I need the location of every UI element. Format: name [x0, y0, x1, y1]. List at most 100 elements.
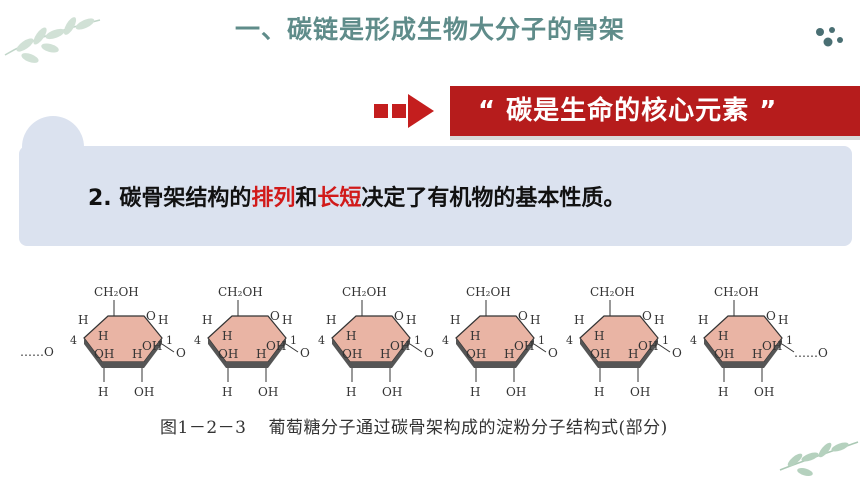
unit-6-oh-right: OH — [762, 339, 782, 353]
unit-4-oh-inner: OH — [466, 347, 486, 361]
unit-6-h-left: H — [698, 313, 708, 327]
unit-2-h-right: H — [282, 313, 292, 327]
unit-4-oh-right: OH — [514, 339, 534, 353]
unit-4-c1-label: 1 — [538, 334, 545, 347]
page-title: 一、碳链是形成生物大分子的骨架 — [234, 15, 625, 44]
unit-2-c1-label: 1 — [290, 334, 297, 347]
unit-4-h-left: H — [450, 313, 460, 327]
unit-5-ring-oxygen: O — [642, 309, 652, 323]
dots-decoration — [816, 27, 843, 47]
unit-1-h-left: H — [78, 313, 88, 327]
unit-5-oh-bottom: OH — [630, 385, 650, 399]
unit-6-ring-edge — [704, 338, 782, 368]
unit-5-glycosidic-oxygen: O — [672, 346, 682, 360]
leaf-decoration-top-left — [4, 17, 101, 63]
unit-5-oh-inner: OH — [590, 347, 610, 361]
key-point-panel — [19, 146, 852, 246]
unit-1-h-inner-mid: H — [132, 347, 142, 361]
unit-2-h-inner-top: H — [222, 329, 232, 343]
chain-end-label: ……O — [794, 346, 828, 360]
unit-5-glycosidic-bond — [657, 343, 671, 353]
unit-4-ring-edge — [456, 338, 534, 368]
unit-2-oh-right: OH — [266, 339, 286, 353]
unit-5-h-right: H — [654, 313, 664, 327]
highlight-length: 长短 — [317, 186, 362, 211]
unit-4-oh-bottom: OH — [506, 385, 526, 399]
unit-1-oh-inner: OH — [94, 347, 114, 361]
key-point-prefix: 2. 碳骨架结构的 — [88, 186, 252, 211]
unit-1-ch2oh: CH₂OH — [94, 285, 139, 299]
unit-6-h-inner-mid: H — [752, 347, 762, 361]
leaf-decoration-bottom-right — [779, 441, 859, 476]
unit-6-ring-oxygen: O — [766, 309, 776, 323]
unit-1-c1-label: 1 — [166, 334, 173, 347]
unit-6-ch2oh: CH₂OH — [714, 285, 759, 299]
unit-1-ring-oxygen: O — [146, 309, 156, 323]
unit-1-c4-label: 4 — [70, 334, 77, 347]
unit-2-oh-inner: OH — [218, 347, 238, 361]
key-point-mid: 和 — [295, 186, 318, 211]
unit-6-oh-inner: OH — [714, 347, 734, 361]
unit-5-oh-right: OH — [638, 339, 658, 353]
unit-3-ring-oxygen: O — [394, 309, 404, 323]
unit-3-glycosidic-bond — [409, 343, 423, 353]
unit-3-oh-bottom: OH — [382, 385, 402, 399]
unit-3-h-bottom: H — [346, 385, 356, 399]
unit-3-h-right: H — [406, 313, 416, 327]
unit-4-glycosidic-bond — [533, 343, 547, 353]
unit-3-h-left: H — [326, 313, 336, 327]
unit-4-c4-label: 4 — [442, 334, 449, 347]
unit-2-c4-label: 4 — [194, 334, 201, 347]
highlight-arrangement: 排列 — [251, 186, 296, 211]
banner-shadow — [450, 136, 860, 140]
unit-5-ch2oh: CH₂OH — [590, 285, 635, 299]
arrow-right-icon — [374, 94, 434, 128]
unit-5-c4-label: 4 — [566, 334, 573, 347]
unit-3-c4-label: 4 — [318, 334, 325, 347]
unit-4-h-inner-top: H — [470, 329, 480, 343]
unit-3-h-inner-top: H — [346, 329, 356, 343]
unit-5-c1-label: 1 — [662, 334, 669, 347]
unit-1-oh-right: OH — [142, 339, 162, 353]
decorative-circle — [22, 116, 84, 178]
unit-2-glycosidic-oxygen: O — [300, 346, 310, 360]
unit-2-ch2oh: CH₂OH — [218, 285, 263, 299]
figure-caption: 图1－2－3 葡萄糖分子通过碳骨架构成的淀粉分子结构式(部分) — [160, 413, 668, 438]
unit-1-ring-edge — [84, 338, 162, 368]
figure-number: 图1－2－3 — [160, 418, 247, 438]
unit-1-h-inner-top: H — [98, 329, 108, 343]
unit-4-ch2oh: CH₂OH — [466, 285, 511, 299]
unit-5-ring-edge — [580, 338, 658, 368]
unit-2-ring-edge — [208, 338, 286, 368]
unit-1-glycosidic-bond — [161, 343, 175, 353]
unit-3-glycosidic-oxygen: O — [424, 346, 434, 360]
unit-1-h-right: H — [158, 313, 168, 327]
unit-4-glycosidic-oxygen: O — [548, 346, 558, 360]
unit-6-h-inner-top: H — [718, 329, 728, 343]
unit-6-oh-bottom: OH — [754, 385, 774, 399]
unit-3-oh-inner: OH — [342, 347, 362, 361]
key-point-text: 2. 碳骨架结构的排列和长短决定了有机物的基本性质。 — [88, 180, 625, 212]
unit-4-h-right: H — [530, 313, 540, 327]
unit-4-ring-oxygen: O — [518, 309, 528, 323]
unit-6-glycosidic-bond — [781, 343, 795, 353]
unit-1-glycosidic-oxygen: O — [176, 346, 186, 360]
slogan-banner: “ 碳是生命的核心元素 ” — [450, 86, 860, 136]
unit-4-h-bottom: H — [470, 385, 480, 399]
unit-6-c4-label: 4 — [690, 334, 697, 347]
unit-5-h-left: H — [574, 313, 584, 327]
unit-3-oh-right: OH — [390, 339, 410, 353]
unit-4-h-inner-mid: H — [504, 347, 514, 361]
unit-3-ring-edge — [332, 338, 410, 368]
unit-2-h-bottom: H — [222, 385, 232, 399]
chain-start-label: ……O — [20, 345, 54, 359]
figure-caption-text: 葡萄糖分子通过碳骨架构成的淀粉分子结构式(部分) — [268, 418, 668, 438]
unit-2-oh-bottom: OH — [258, 385, 278, 399]
unit-5-h-bottom: H — [594, 385, 604, 399]
unit-3-c1-label: 1 — [414, 334, 421, 347]
unit-5-h-inner-top: H — [594, 329, 604, 343]
unit-6-h-bottom: H — [718, 385, 728, 399]
unit-6-h-right: H — [778, 313, 788, 327]
key-point-suffix: 决定了有机物的基本性质。 — [361, 186, 626, 211]
